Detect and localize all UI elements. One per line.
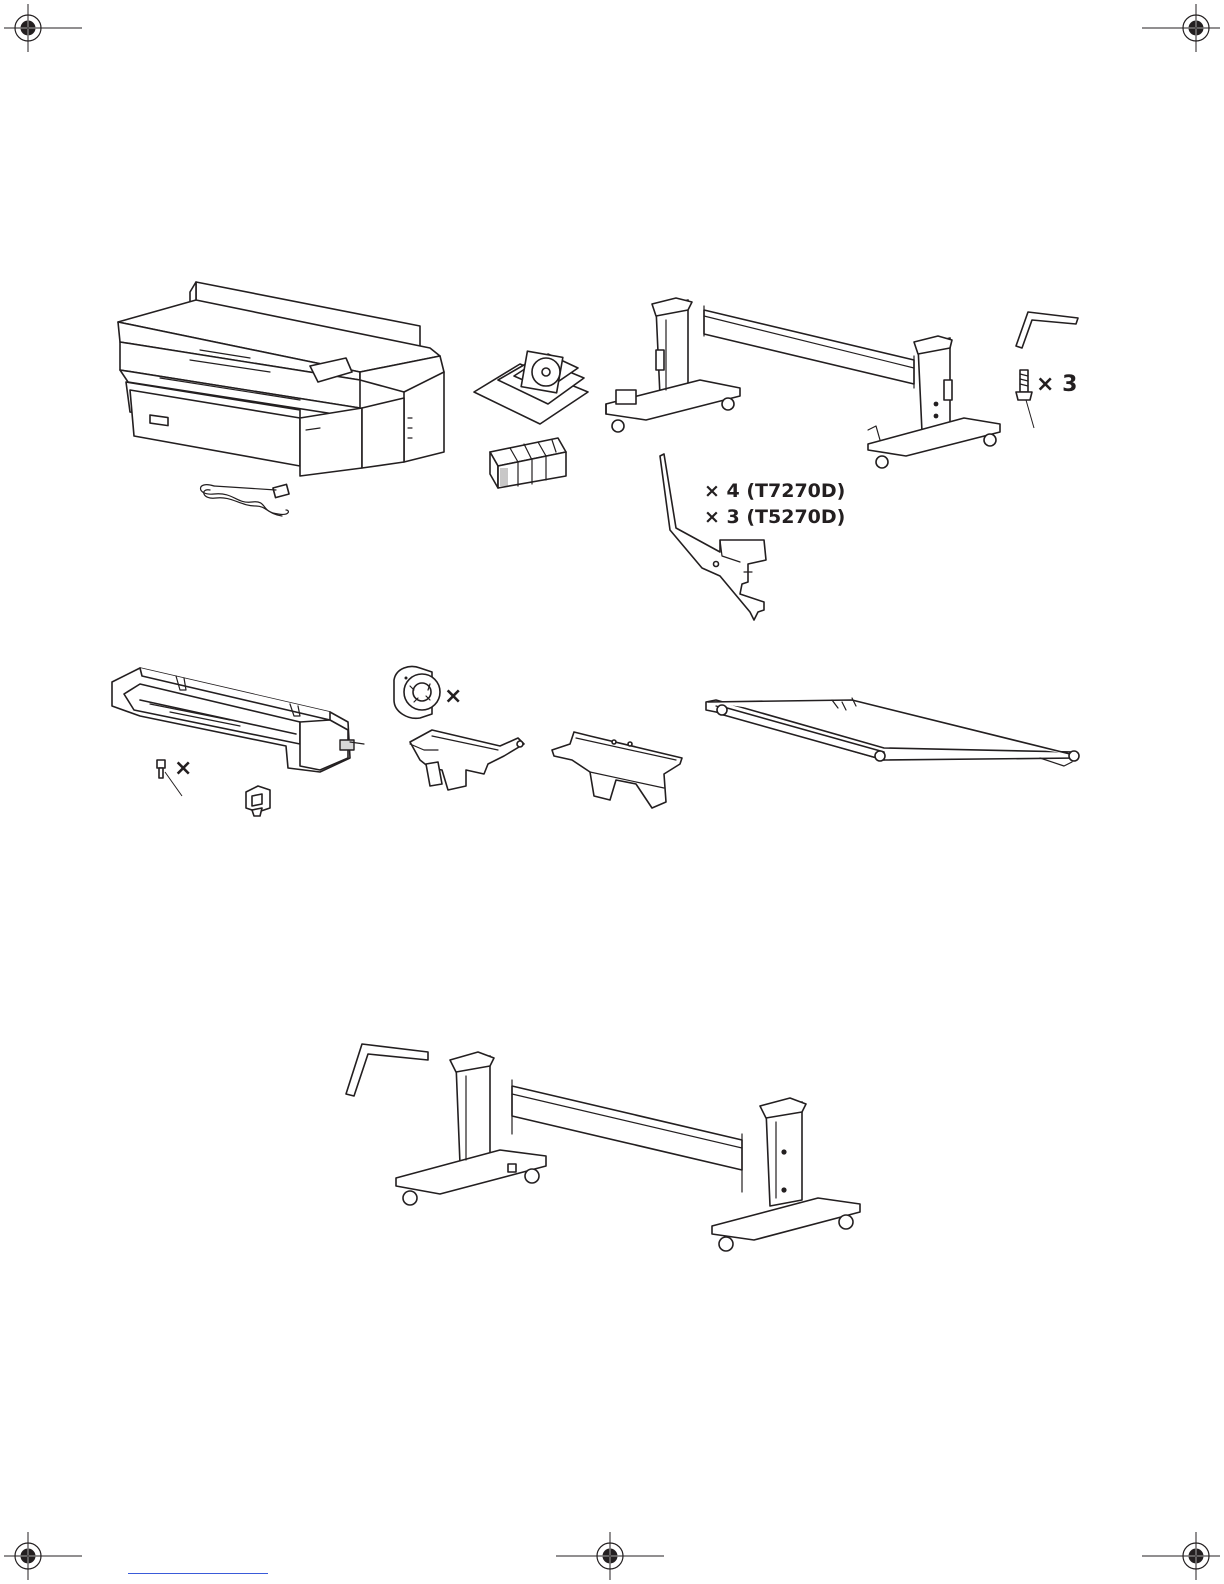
bracket-count-t7270d-label: × 4 (T7270D) — [704, 480, 845, 502]
registration-mark-icon — [1142, 4, 1220, 52]
registration-mark-icon — [556, 1532, 664, 1580]
paper-basket-illustration — [706, 698, 1079, 766]
roll-holder-illustration — [410, 730, 524, 790]
registration-mark-icon — [1142, 1532, 1220, 1580]
ink-cartridges-illustration — [490, 438, 566, 488]
power-cord-illustration — [201, 484, 290, 516]
documents-cd-illustration — [474, 351, 588, 424]
spindle-adapter-illustration — [394, 667, 440, 719]
stand-illustration — [396, 1052, 860, 1251]
registration-mark-icon — [4, 1532, 82, 1580]
hex-wrench-icon — [1016, 312, 1078, 348]
stacker-illustration — [112, 668, 364, 772]
roll-holder-illustration — [552, 732, 682, 808]
screw-count-label: × 3 — [1036, 372, 1077, 397]
bracket-count-t5270d-label: × 3 (T5270D) — [704, 506, 845, 528]
small-screw-multiplier-label: × — [174, 756, 192, 781]
spindle-adapter-multiplier-label: × — [444, 684, 462, 709]
hex-wrench-icon — [346, 1044, 428, 1096]
registration-mark-icon — [4, 4, 82, 52]
screw-icon — [1016, 370, 1034, 428]
printer-illustration — [118, 282, 444, 476]
stand-illustration — [606, 298, 1000, 468]
cable-holder-illustration — [246, 786, 270, 816]
footer-link-underline — [128, 1573, 268, 1574]
paper-basket-bracket-illustration — [660, 454, 766, 620]
